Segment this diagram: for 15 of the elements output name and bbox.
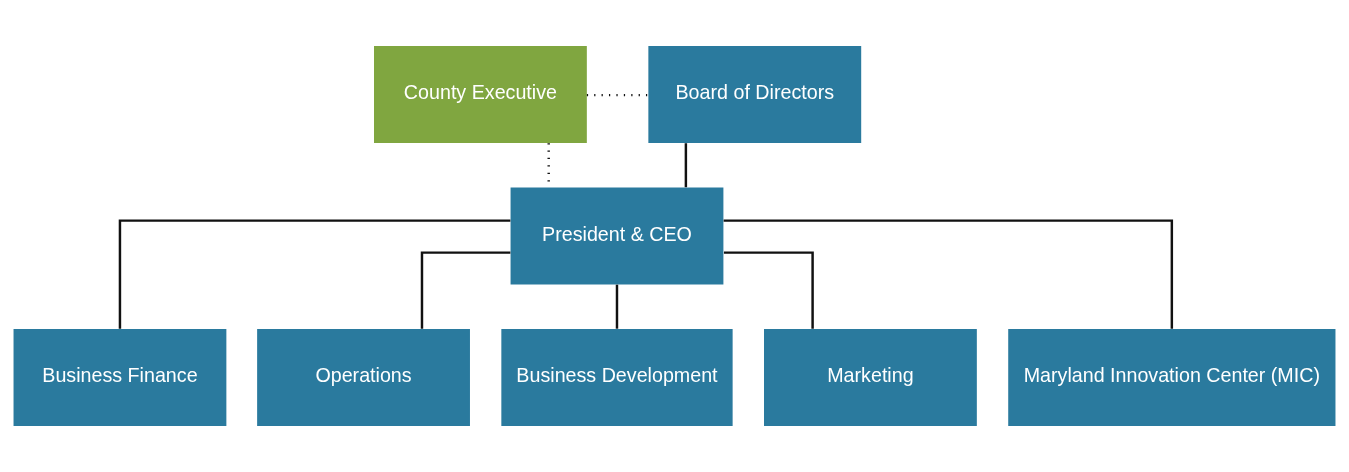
connector (723, 251, 814, 329)
node-box: Maryland Innovation Center (MIC) (1008, 328, 1336, 427)
connector (615, 284, 619, 329)
connector (420, 251, 511, 329)
connector (684, 143, 688, 188)
node-box: President & CEO (510, 187, 724, 285)
connector (118, 219, 511, 329)
node-box: Marketing (764, 328, 977, 427)
node-box: Operations (257, 328, 470, 427)
node-box: County Executive (374, 45, 587, 144)
node-box: Business Finance (13, 328, 227, 427)
node-box: Business Development (501, 328, 733, 427)
node-box: Board of Directors (648, 45, 862, 144)
connector (586, 93, 648, 97)
connector (723, 219, 1174, 329)
